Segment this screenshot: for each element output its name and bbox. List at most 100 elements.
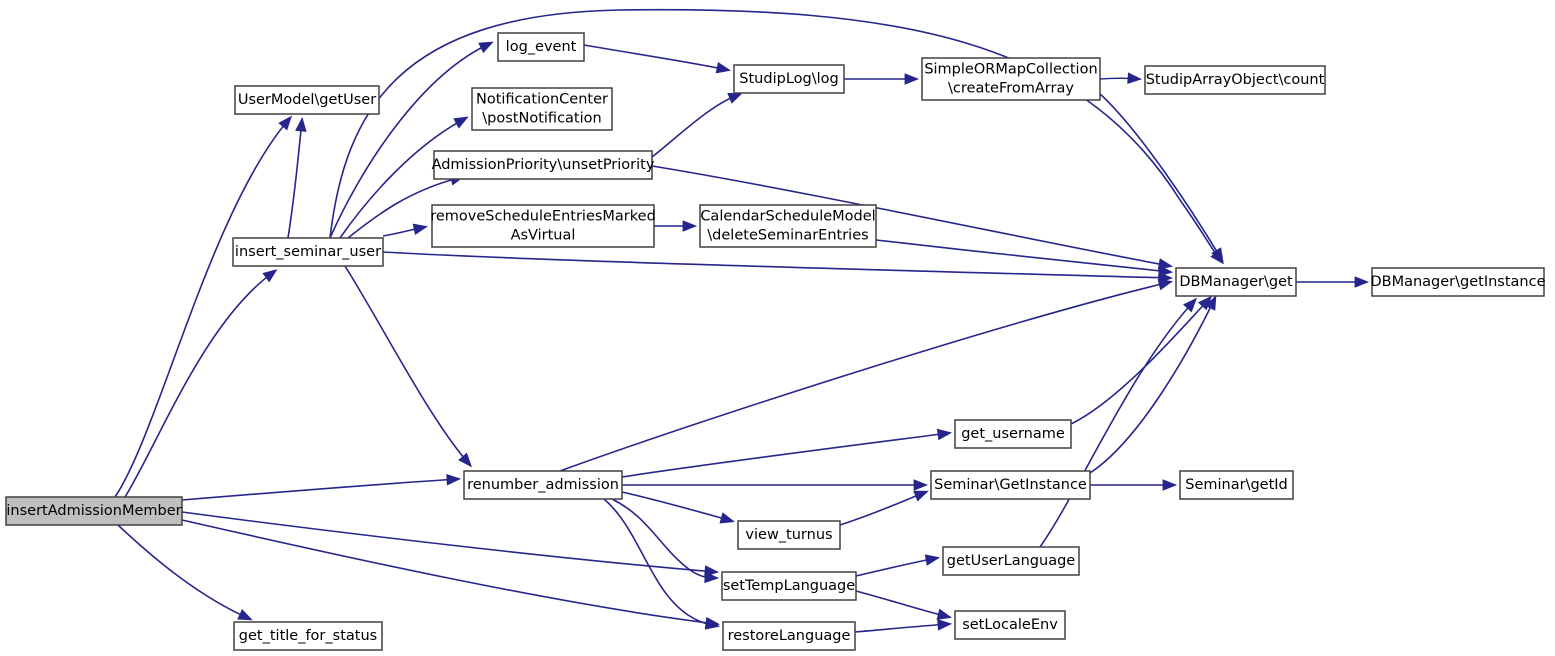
edge-view_turnus-to-SeminarGetInstance [839,490,929,526]
graph-node-insertAdmissionMember[interactable]: insertAdmissionMember [5,496,183,526]
edge-SimpleORMapCollectionCreateFromArray-to-StudipArrayObjectCount [1099,72,1143,84]
edge-arrowhead [1354,276,1370,288]
graph-node-getUserLanguage[interactable]: getUserLanguage [942,546,1080,576]
nodes-layer: insertAdmissionMember UserModel\getUser in… [5,32,1546,651]
graph-node-DBManagerGet[interactable]: DBManager\get [1175,267,1297,297]
node-box[interactable] [722,621,856,651]
edge-insert_seminar_user-to-log_event [329,41,494,239]
node-box[interactable] [234,85,380,115]
graph-node-NotificationCenterPostNotification[interactable]: NotificationCenter\postNotification [471,87,613,131]
node-box[interactable] [942,546,1080,576]
edge-arrowhead [904,73,920,85]
node-label: NotificationCenter [476,92,608,108]
node-label: StudipLog\log [739,71,838,87]
graph-node-UserModelGetUser[interactable]: UserModel\getUser [234,85,380,115]
graph-node-view_turnus[interactable]: view_turnus [737,520,841,550]
edge-arrowhead [262,269,278,283]
graph-node-setLocaleEnv[interactable]: setLocaleEnv [954,610,1066,640]
node-box[interactable] [1371,267,1545,297]
edge-line [344,265,471,466]
node-box[interactable] [233,621,383,651]
edge-arrowhead [1127,72,1143,84]
node-box[interactable] [5,496,183,526]
node-box[interactable] [1144,65,1326,95]
node-label: DBManager\get [1179,274,1293,290]
edge-arrowhead [913,490,929,502]
node-box[interactable] [471,87,613,131]
graph-node-SeminarGetInstance[interactable]: Seminar\GetInstance [930,470,1091,500]
graph-node-SeminargetId[interactable]: Seminar\getId [1179,470,1294,500]
graph-node-renumber_admission[interactable]: renumber_admission [463,470,623,500]
graph-node-restoreLanguage[interactable]: restoreLanguage [722,621,856,651]
edge-setTempLanguage-to-setLocaleEnv [855,590,952,620]
node-box[interactable] [431,204,655,248]
edge-arrowhead [936,608,952,620]
edge-arrowhead [924,554,941,566]
edge-line [347,176,463,239]
node-box[interactable] [721,571,857,601]
edge-SeminarGetInstance-to-DBManagerGet [1089,295,1217,474]
node-box[interactable] [232,237,384,267]
edge-line [329,8,1223,263]
node-box[interactable] [921,57,1101,101]
graph-node-StudipLogLog[interactable]: StudipLog\log [733,64,845,94]
node-label: Seminar\GetInstance [934,477,1087,493]
node-label: Seminar\getId [1185,477,1288,493]
node-label: DBManager\getInstance [1370,274,1545,290]
node-label: view_turnus [745,527,832,543]
graph-node-SimpleORMapCollectionCreateFromArray[interactable]: SimpleORMapCollection\createFromArray [921,57,1101,101]
node-box[interactable] [699,204,877,248]
node-label: get_username [961,426,1065,442]
edge-log_event-to-StudipLogLog [583,44,732,74]
graph-node-log_event[interactable]: log_event [497,32,585,62]
node-label: restoreLanguage [728,628,851,644]
node-box[interactable] [954,610,1066,640]
node-box[interactable] [930,470,1091,500]
node-label: renumber_admission [467,477,619,493]
edge-line [1070,297,1211,425]
edge-line [1097,91,1223,261]
edge-arrowhead [1197,295,1213,311]
node-label: setTempLanguage [723,578,855,594]
edge-arrowhead [295,116,307,132]
edges-layer [114,8,1370,633]
edge-insert_seminar_user-to-renumber_admission [344,265,473,468]
edge-arrowhead [453,116,469,129]
graph-node-AdmissionPriorityUnsetPriority[interactable]: AdmissionPriority\unsetPriority [432,150,655,180]
edge-line [621,432,950,478]
graph-node-get_title_for_status[interactable]: get_title_for_status [233,621,383,651]
node-box[interactable] [737,520,841,550]
graph-node-DBManagerGetInstance[interactable]: DBManager\getInstance [1370,267,1546,297]
edge-line [875,239,1171,273]
graph-node-get_username[interactable]: get_username [954,419,1072,449]
node-label: get_title_for_status [239,628,377,644]
edge-arrowhead [704,571,720,584]
edge-arrowhead [719,512,735,524]
edge-DBManagerGet-to-DBManagerGetInstance [1295,276,1370,288]
graph-node-StudipArrayObjectCount[interactable]: StudipArrayObject\count [1144,65,1326,95]
edge-line [651,93,741,158]
node-box[interactable] [1175,267,1297,297]
edge-arrowhead [458,452,473,468]
node-box[interactable] [954,419,1072,449]
node-label: AdmissionPriority\unsetPriority [432,157,655,173]
node-box[interactable] [497,32,585,62]
edge-renumber_admission-to-restoreLanguage [603,498,721,630]
node-label: removeScheduleEntriesMarked [430,209,656,225]
node-box[interactable] [463,470,623,500]
edge-line [855,590,950,618]
edge-insert_seminar_user-to-UserModelGetUser [287,116,307,239]
node-box[interactable] [1179,470,1294,500]
edge-restoreLanguage-to-setLocaleEnv [854,619,953,633]
graph-node-CalendarScheduleModelDeleteSeminarEntries[interactable]: CalendarScheduleModel\deleteSeminarEntri… [699,204,877,248]
graph-node-insert_seminar_user[interactable]: insert_seminar_user [232,237,384,267]
edge-SeminarGetInstance-to-SeminargetId [1090,479,1178,491]
edge-arrowhead [1204,295,1217,311]
node-box[interactable] [433,150,653,180]
edge-arrowhead [727,92,743,104]
edge-arrowhead [1183,297,1198,313]
edge-arrowhead [704,618,721,630]
graph-node-setTempLanguage[interactable]: setTempLanguage [721,571,857,601]
node-box[interactable] [733,64,845,94]
